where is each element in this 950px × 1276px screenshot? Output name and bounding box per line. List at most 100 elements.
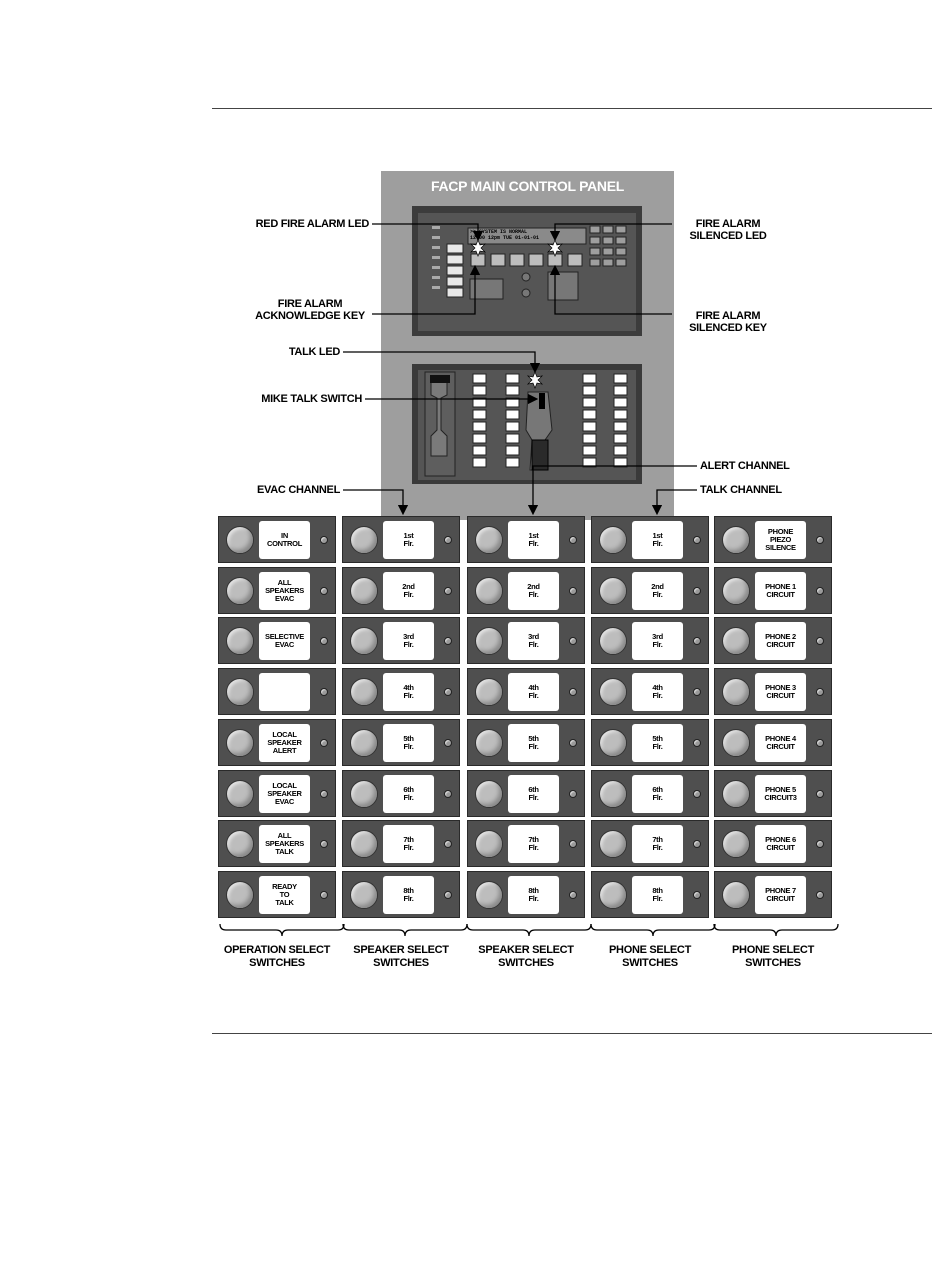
- select-switch[interactable]: 5th Flr.: [342, 719, 460, 766]
- switch-label: SELECTIVE EVAC: [259, 622, 310, 660]
- switch-led-icon: [816, 637, 824, 645]
- select-switch[interactable]: PHONE 6 CIRCUIT: [714, 820, 832, 867]
- select-switch[interactable]: 7th Flr.: [467, 820, 585, 867]
- switch-button[interactable]: [599, 627, 627, 655]
- leader-silenced-key: [549, 264, 672, 315]
- switch-button[interactable]: [722, 830, 750, 858]
- select-switch[interactable]: 5th Flr.: [591, 719, 709, 766]
- switch-button[interactable]: [226, 830, 254, 858]
- select-switch[interactable]: READY TO TALK: [218, 871, 336, 918]
- callout-alert-channel: ALERT CHANNEL: [700, 460, 790, 472]
- switch-button[interactable]: [599, 729, 627, 757]
- switch-button[interactable]: [350, 780, 378, 808]
- switch-button[interactable]: [350, 577, 378, 605]
- select-switch[interactable]: PHONE PIEZO SILENCE: [714, 516, 832, 563]
- switch-button[interactable]: [599, 830, 627, 858]
- switch-button[interactable]: [226, 729, 254, 757]
- switch-button[interactable]: [475, 729, 503, 757]
- select-switch[interactable]: 2nd Flr.: [591, 567, 709, 614]
- switch-button[interactable]: [599, 526, 627, 554]
- switch-button[interactable]: [722, 577, 750, 605]
- switch-button[interactable]: [226, 881, 254, 909]
- switch-button[interactable]: [350, 830, 378, 858]
- switch-button[interactable]: [350, 678, 378, 706]
- switch-button[interactable]: [350, 881, 378, 909]
- select-switch[interactable]: 4th Flr.: [467, 668, 585, 715]
- switch-button[interactable]: [226, 577, 254, 605]
- switch-button[interactable]: [226, 526, 254, 554]
- switch-led-icon: [693, 790, 701, 798]
- switch-led-icon: [569, 587, 577, 595]
- switch-button[interactable]: [226, 627, 254, 655]
- switch-led-icon: [816, 790, 824, 798]
- select-switch[interactable]: PHONE 7 CIRCUIT: [714, 871, 832, 918]
- switch-button[interactable]: [475, 678, 503, 706]
- select-switch[interactable]: 2nd Flr.: [467, 567, 585, 614]
- select-switch[interactable]: 4th Flr.: [342, 668, 460, 715]
- switch-button[interactable]: [475, 577, 503, 605]
- switch-button[interactable]: [350, 526, 378, 554]
- switch-label: READY TO TALK: [259, 876, 310, 914]
- select-switch[interactable]: 3rd Flr.: [467, 617, 585, 664]
- select-switch[interactable]: 1st Flr.: [342, 516, 460, 563]
- switch-led-icon: [320, 891, 328, 899]
- select-switch[interactable]: 8th Flr.: [342, 871, 460, 918]
- switch-label: 8th Flr.: [632, 876, 683, 914]
- switch-button[interactable]: [722, 881, 750, 909]
- red-fire-alarm-led: [469, 239, 487, 257]
- switch-label: 8th Flr.: [508, 876, 559, 914]
- callout-talk-led: TALK LED: [288, 346, 340, 358]
- leader-red-fire-alarm-led: [372, 223, 484, 242]
- select-switch[interactable]: LOCAL SPEAKER EVAC: [218, 770, 336, 817]
- switch-button[interactable]: [226, 678, 254, 706]
- select-switch[interactable]: PHONE 2 CIRCUIT: [714, 617, 832, 664]
- select-switch[interactable]: PHONE 4 CIRCUIT: [714, 719, 832, 766]
- select-switch[interactable]: 5th Flr.: [467, 719, 585, 766]
- select-switch[interactable]: ALL SPEAKERS EVAC: [218, 567, 336, 614]
- switch-led-icon: [693, 637, 701, 645]
- select-switch[interactable]: 1st Flr.: [591, 516, 709, 563]
- switch-button[interactable]: [599, 577, 627, 605]
- select-switch[interactable]: 7th Flr.: [591, 820, 709, 867]
- select-switch[interactable]: 8th Flr.: [591, 871, 709, 918]
- select-switch[interactable]: 3rd Flr.: [342, 617, 460, 664]
- switch-button[interactable]: [475, 627, 503, 655]
- switch-button[interactable]: [350, 627, 378, 655]
- select-switch[interactable]: PHONE 3 CIRCUIT: [714, 668, 832, 715]
- switch-button[interactable]: [475, 526, 503, 554]
- select-switch[interactable]: IN CONTROL: [218, 516, 336, 563]
- switch-button[interactable]: [475, 830, 503, 858]
- select-switch[interactable]: 2nd Flr.: [342, 567, 460, 614]
- select-switch[interactable]: 6th Flr.: [591, 770, 709, 817]
- switch-label: [259, 673, 310, 711]
- select-switch[interactable]: LOCAL SPEAKER ALERT: [218, 719, 336, 766]
- switch-button[interactable]: [350, 729, 378, 757]
- switch-label: 1st Flr.: [632, 521, 683, 559]
- switch-button[interactable]: [599, 678, 627, 706]
- switch-led-icon: [816, 840, 824, 848]
- switch-button[interactable]: [722, 780, 750, 808]
- switch-label: 2nd Flr.: [508, 572, 559, 610]
- select-switch[interactable]: PHONE 1 CIRCUIT: [714, 567, 832, 614]
- select-switch[interactable]: 4th Flr.: [591, 668, 709, 715]
- select-switch[interactable]: ALL SPEAKERS TALK: [218, 820, 336, 867]
- select-switch[interactable]: 7th Flr.: [342, 820, 460, 867]
- display-text: >> SYSTEM IS NORMAL 12:00 12pm TUE 01-01…: [470, 229, 586, 241]
- select-switch[interactable]: 6th Flr.: [467, 770, 585, 817]
- switch-button[interactable]: [475, 881, 503, 909]
- switch-button[interactable]: [599, 881, 627, 909]
- switch-button[interactable]: [226, 780, 254, 808]
- switch-button[interactable]: [475, 780, 503, 808]
- select-switch[interactable]: 8th Flr.: [467, 871, 585, 918]
- select-switch[interactable]: 1st Flr.: [467, 516, 585, 563]
- select-switch[interactable]: 3rd Flr.: [591, 617, 709, 664]
- select-switch[interactable]: [218, 668, 336, 715]
- switch-button[interactable]: [722, 729, 750, 757]
- switch-button[interactable]: [722, 678, 750, 706]
- select-switch[interactable]: 6th Flr.: [342, 770, 460, 817]
- switch-button[interactable]: [599, 780, 627, 808]
- select-switch[interactable]: PHONE 5 CIRCUIT3: [714, 770, 832, 817]
- switch-button[interactable]: [722, 627, 750, 655]
- select-switch[interactable]: SELECTIVE EVAC: [218, 617, 336, 664]
- switch-button[interactable]: [722, 526, 750, 554]
